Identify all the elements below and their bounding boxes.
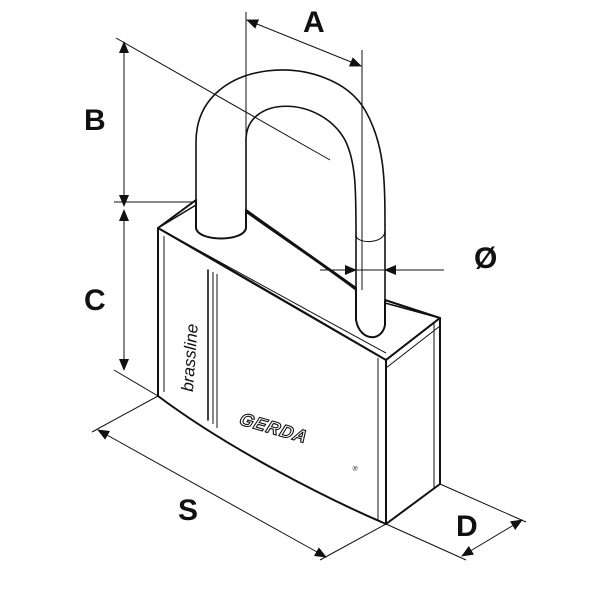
dimension-label-s: S: [178, 494, 198, 527]
dimension-label-b: B: [84, 104, 106, 137]
dimension-s: S: [91, 395, 387, 561]
dimension-b: B: [84, 37, 331, 207]
dimension-label-d: D: [456, 510, 478, 543]
dimension-label-c: C: [84, 284, 106, 317]
dimension-c: C: [84, 201, 196, 397]
dimension-d: D: [385, 483, 527, 561]
dimension-diameter: Ø: [320, 242, 497, 275]
dimension-label-diameter: Ø: [474, 242, 497, 275]
lock-body: [157, 199, 441, 525]
model-label: brassline: [178, 323, 202, 392]
dimension-a: A: [245, 6, 363, 290]
dimension-label-a: A: [303, 6, 325, 39]
registered-mark: ®: [351, 464, 359, 473]
